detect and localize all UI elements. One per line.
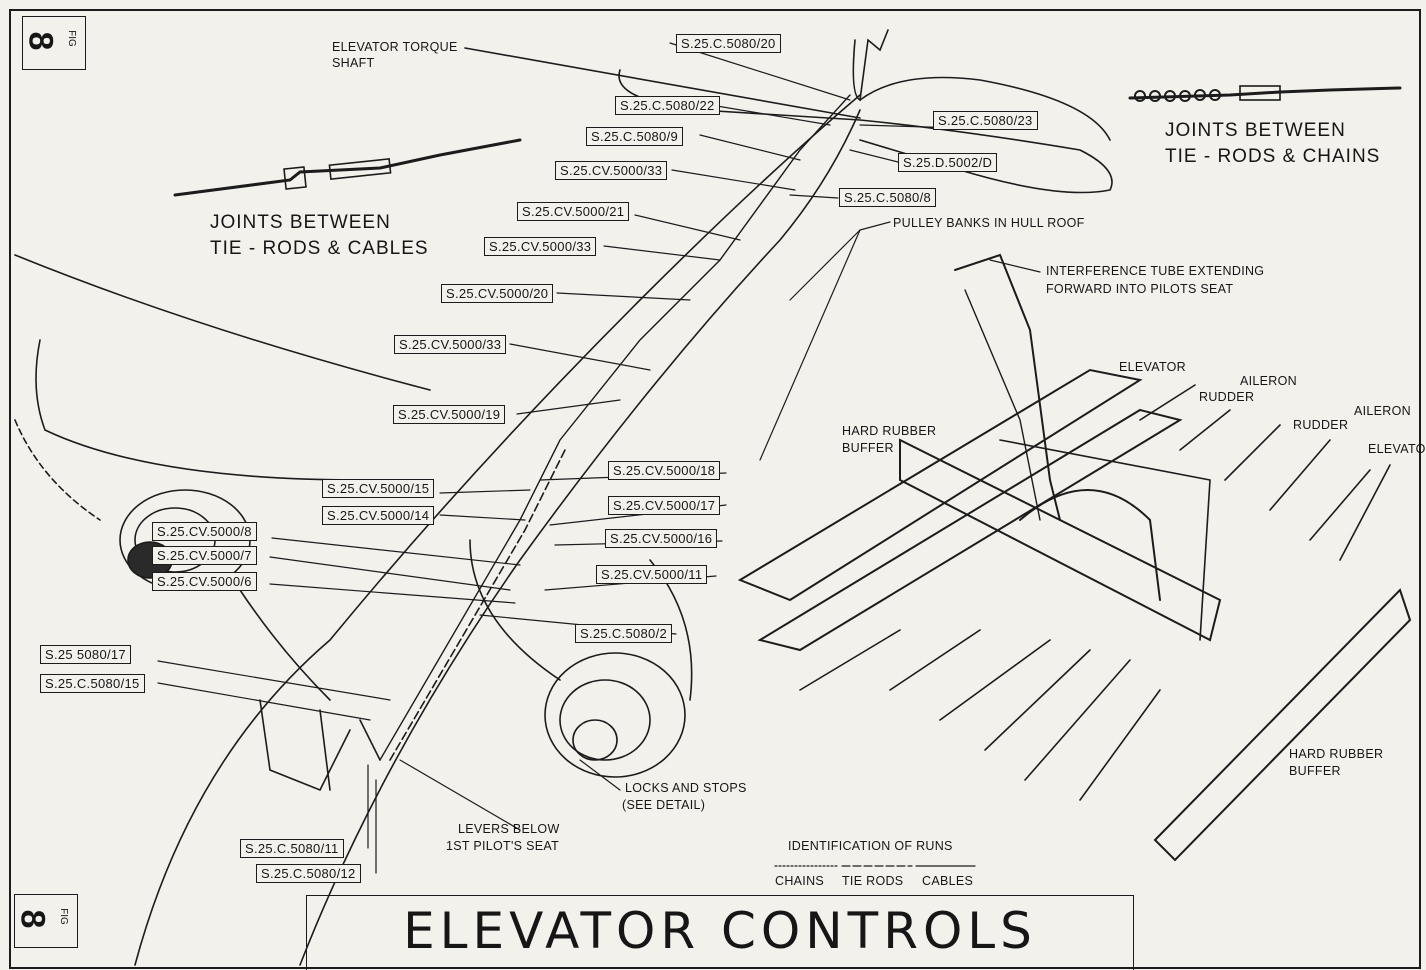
cable-joint-sketch [173, 138, 522, 197]
part-ref-box: S.25.CV.5000/21 [517, 202, 630, 221]
figure-number: 8 [13, 909, 52, 929]
hull-upper-outline [134, 94, 861, 966]
frame-arch [1019, 489, 1161, 601]
engine-nacelle-right [544, 652, 686, 778]
part-ref-box: S.25.C.5080/9 [586, 127, 684, 146]
callout-pulley-banks: PULLEY BANKS IN HULL ROOF [893, 216, 1085, 230]
callout-interference-tube-2: FORWARD INTO PILOTS SEAT [1046, 282, 1234, 296]
callout-buffer-top-2: BUFFER [842, 441, 894, 455]
inset-cables-line-2: TIE - RODS & CABLES [210, 238, 429, 259]
part-ref-box: S.25.D.5002/D [898, 153, 998, 172]
inset-chains-line-2: TIE - RODS & CHAINS [1165, 146, 1381, 167]
callout-torque-shaft-1: ELEVATOR TORQUE [332, 40, 458, 54]
tail-fin [852, 29, 889, 102]
callout-buffer-top-1: HARD RUBBER [842, 424, 937, 438]
legend-item-tie-rods: TIE RODS [842, 874, 904, 888]
part-ref-box: S.25.C.5080/8 [839, 188, 937, 207]
legend-heading: IDENTIFICATION OF RUNS [788, 839, 953, 853]
callout-buffer-bottom-1: HARD RUBBER [1289, 747, 1384, 761]
figure-badge-bottom: 8 FIG [13, 894, 78, 948]
callout-torque-shaft-2: SHAFT [332, 56, 375, 70]
part-ref-box: S.25.CV.5000/16 [605, 529, 718, 548]
mechanism-frame-rail [737, 368, 1143, 602]
part-ref-box: S.25.CV.5000/33 [394, 335, 507, 354]
wing-trailing-edge [35, 339, 361, 481]
part-ref-box: S.25 5080/17 [40, 645, 131, 664]
part-ref-box: S.25.CV.5000/33 [484, 237, 597, 256]
part-ref-box: S.25.C.5080/2 [575, 624, 673, 643]
figure-label: FIG [57, 908, 69, 925]
figure-label: FIG [65, 30, 77, 47]
part-ref-box: S.25.CV.5000/17 [608, 496, 721, 515]
part-ref-box: S.25.C.5080/23 [933, 111, 1038, 130]
page-title: ELEVATOR CONTROLS [403, 902, 1037, 960]
callout-locks-stops-2: (SEE DETAIL) [622, 798, 706, 812]
figure-number: 8 [21, 31, 60, 51]
wing-leading-edge [14, 254, 431, 391]
leader-line [464, 47, 861, 119]
page-border [9, 9, 1421, 969]
callout-rudder-1: RUDDER [1199, 390, 1255, 404]
legend-item-chains: CHAINS [775, 874, 825, 888]
callout-levers-below-2: 1ST PILOT'S SEAT [446, 839, 560, 853]
part-ref-box: S.25.CV.5000/19 [393, 405, 506, 424]
chain-joint-sketch [1128, 86, 1402, 100]
title-box: ELEVATOR CONTROLS [306, 895, 1134, 970]
legend-item-cables: CABLES [922, 874, 974, 888]
control-run-line [379, 94, 851, 761]
part-ref-box: S.25.C.5080/15 [40, 674, 145, 693]
callout-locks-stops-1: LOCKS AND STOPS [625, 781, 747, 795]
callout-rudder-2: RUDDER [1293, 418, 1349, 432]
part-ref-box: S.25.C.5080/11 [240, 839, 344, 858]
part-ref-box: S.25.CV.5000/20 [441, 284, 554, 303]
callout-interference-tube-1: INTERFERENCE TUBE EXTENDING [1046, 264, 1265, 278]
callout-elevator-1: ELEVATOR [1119, 360, 1187, 374]
part-ref-box: S.25.C.5080/12 [256, 864, 361, 883]
figure-badge-top: 8 FIG [21, 16, 86, 70]
callout-buffer-bottom-2: BUFFER [1289, 764, 1341, 778]
callout-aileron-2: AILERON [1354, 404, 1411, 418]
inset-cables-line-1: JOINTS BETWEEN [210, 212, 391, 233]
part-ref-box: S.25.C.5080/22 [615, 96, 720, 115]
part-ref-box: S.25.CV.5000/14 [322, 506, 435, 525]
part-ref-box: S.25.CV.5000/7 [152, 546, 257, 565]
inset-chains-line-1: JOINTS BETWEEN [1165, 120, 1346, 141]
callout-elevator-2: ELEVATO [1368, 442, 1426, 456]
hull-lower-outline [299, 109, 861, 966]
callout-aileron-1: AILERON [1240, 374, 1297, 388]
interference-tube [954, 253, 1061, 521]
part-ref-box: S.25.C.5080/20 [676, 34, 781, 53]
part-ref-box: S.25.CV.5000/15 [322, 479, 435, 498]
part-ref-box: S.25.CV.5000/33 [555, 161, 668, 180]
part-ref-box: S.25.CV.5000/18 [608, 461, 721, 480]
mechanism-bottom-rail [1153, 588, 1412, 862]
part-ref-box: S.25.CV.5000/11 [596, 565, 708, 584]
part-ref-box: S.25.CV.5000/6 [152, 572, 257, 591]
callout-levers-below-1: LEVERS BELOW [458, 822, 560, 836]
part-ref-box: S.25.CV.5000/8 [152, 522, 257, 541]
